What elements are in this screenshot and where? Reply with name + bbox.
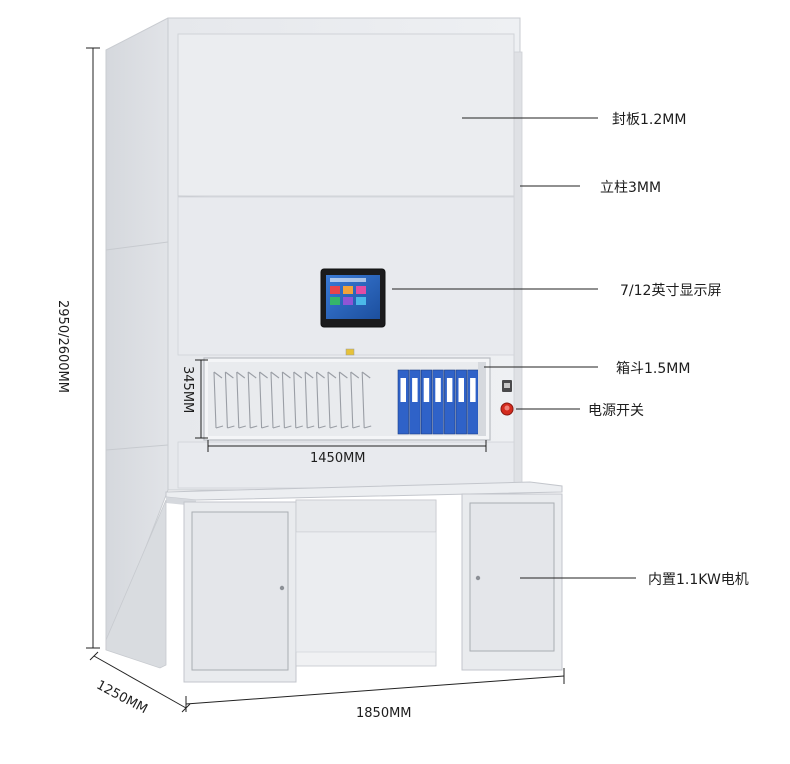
- callout-column: 立柱3MM: [600, 180, 662, 196]
- touch-display[interactable]: [320, 268, 386, 328]
- height-dimension: [86, 47, 100, 649]
- dim-total-height: 2950/2600MM: [55, 300, 70, 393]
- screen-tile: [356, 297, 366, 305]
- screen-tile: [343, 297, 353, 305]
- file-hanger: [236, 371, 246, 429]
- file-hanger: [327, 371, 338, 429]
- screen-tile: [330, 297, 340, 305]
- dim-width: 1850MM: [356, 706, 412, 721]
- binder-label: [400, 378, 406, 402]
- callout-display: 7/12英寸显示屏: [620, 283, 722, 299]
- screen-tile: [330, 286, 340, 294]
- desk-drawer: [295, 499, 437, 533]
- dim-tray-width: 1450MM: [310, 451, 366, 466]
- callout-motor: 内置1.1KW电机: [648, 572, 749, 588]
- power-switch-button[interactable]: [500, 402, 514, 416]
- callout-top-panel: 封板1.2MM: [612, 112, 687, 128]
- blue-binders: [397, 369, 479, 435]
- top-seal-panel: [177, 33, 515, 197]
- binder-label: [435, 378, 441, 402]
- lower-panel: [177, 441, 515, 489]
- tray-height-dimension: [195, 359, 208, 439]
- sensor-icon: [345, 348, 355, 356]
- callout-tray: 箱斗1.5MM: [616, 361, 691, 377]
- binder-label: [470, 378, 476, 402]
- dim-tray-height: 345MM: [180, 366, 195, 414]
- file-hanger: [350, 371, 360, 429]
- file-hanger: [213, 371, 224, 429]
- file-hanger: [361, 371, 372, 429]
- screen-tile: [343, 286, 353, 294]
- file-hanger: [259, 371, 269, 429]
- file-hanger: [270, 371, 281, 429]
- file-hanger-racks: [213, 371, 372, 429]
- left-cabinet-door[interactable]: [191, 511, 289, 671]
- callout-power-switch: 电源开关: [588, 403, 644, 419]
- right-cabinet-door[interactable]: [469, 502, 555, 652]
- left-door-lock-icon[interactable]: [279, 585, 285, 591]
- file-hanger: [247, 371, 258, 429]
- right-door-lock-icon[interactable]: [475, 575, 481, 581]
- binder-label: [423, 378, 430, 402]
- file-hanger: [224, 371, 235, 429]
- left-base-side: [105, 499, 167, 669]
- file-hanger: [281, 371, 292, 429]
- file-hanger: [293, 371, 303, 429]
- binder-label: [446, 378, 453, 402]
- screen-tile: [356, 286, 366, 294]
- key-lock-icon[interactable]: [502, 380, 512, 392]
- width-dimension: [185, 668, 565, 712]
- binder-label: [458, 378, 464, 402]
- file-hanger: [304, 371, 315, 429]
- binder-label: [412, 378, 418, 402]
- file-hanger: [316, 371, 326, 429]
- file-hanger: [338, 371, 349, 429]
- tray-width-dimension: [207, 440, 487, 452]
